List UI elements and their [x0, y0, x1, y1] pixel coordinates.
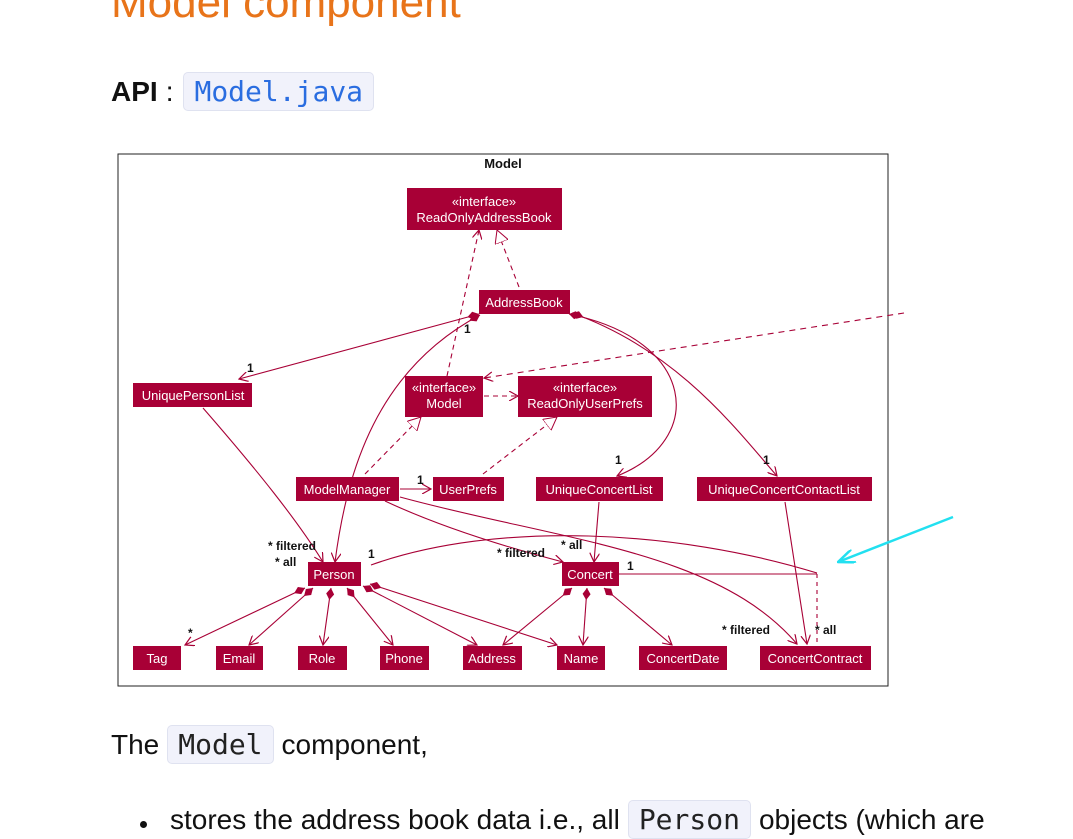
mult-concert-all: * all: [561, 538, 582, 552]
assoc-person-link: [370, 535, 818, 574]
model-class-diagram: Model: [117, 150, 1012, 690]
mult-mm-userprefs: 1: [417, 473, 424, 487]
bullet-dot: [140, 821, 147, 828]
assoc-mm-concert: [384, 500, 563, 562]
comp-person-tag: [185, 588, 306, 645]
bullet-item: stores the address book data i.e., all P…: [140, 800, 985, 839]
mult-ab-upl: 1: [247, 361, 254, 375]
mult-concert-one: 1: [627, 559, 634, 573]
class-uniquepersonlist: UniquePersonList: [133, 383, 252, 407]
api-label: API: [111, 75, 158, 107]
comp-person-role: [323, 587, 331, 645]
class-name: UniqueConcertList: [546, 482, 653, 497]
assoc-ab-person: [335, 315, 481, 562]
mult-cc-filtered: * filtered: [722, 623, 770, 637]
api-line: API : Model.java: [111, 72, 375, 111]
class-name: UniquePersonList: [142, 388, 245, 403]
class-name: ReadOnlyAddressBook: [416, 210, 552, 225]
paragraph-rest: component,: [281, 728, 428, 760]
class-uniqueconcertlist: UniqueConcertList: [536, 477, 663, 501]
class-uniqueconcertcontactlist: UniqueConcertContactList: [697, 477, 872, 501]
class-name: ConcertDate: [647, 651, 720, 666]
comp-person-phone: [346, 587, 393, 645]
class-name: Email: [223, 651, 256, 666]
diagram-frame: [117, 153, 889, 687]
assoc-uccl-cc: [784, 501, 807, 644]
class-model: «interface» Model: [405, 376, 483, 417]
dependency-external-model: [484, 312, 905, 378]
assoc-ucl-concert: [594, 501, 599, 562]
mult-ab-model: 1: [464, 322, 471, 336]
comp-concert-address: [503, 587, 573, 645]
class-address: Address: [463, 646, 522, 670]
class-tag: Tag: [133, 646, 181, 670]
dependency-model-roab: [446, 230, 479, 377]
class-name: ReadOnlyUserPrefs: [527, 396, 643, 411]
class-name: Phone: [385, 651, 423, 666]
comp-person-address: [362, 586, 477, 645]
class-name: UniqueConcertContactList: [708, 482, 860, 497]
mult-person-all: * all: [275, 555, 296, 569]
assoc-ab-uccl: [571, 313, 777, 476]
mult-ucl: 1: [615, 453, 622, 467]
comp-person-name: [369, 584, 557, 645]
class-person: Person: [308, 562, 361, 586]
realization-userprefs: [482, 417, 557, 475]
class-readonlyuserprefs: «interface» ReadOnlyUserPrefs: [518, 376, 652, 417]
class-name: AddressBook: [485, 295, 563, 310]
class-email: Email: [216, 646, 263, 670]
bullet-rest: objects (which are: [758, 803, 985, 835]
comp-concert-date: [603, 587, 672, 645]
mult-person-one: 1: [368, 547, 375, 561]
class-concert: Concert: [562, 562, 619, 586]
mult-cc-all: * all: [815, 623, 836, 637]
section-title: Model component: [111, 0, 461, 27]
class-name: Concert: [567, 567, 613, 582]
annotation-arrow: [838, 515, 954, 562]
model-paragraph: The Model component,: [111, 725, 428, 764]
class-role: Role: [298, 646, 347, 670]
class-concertcontract: ConcertContract: [760, 646, 871, 670]
class-modelmanager: ModelManager: [296, 477, 399, 501]
class-name: Name: [564, 651, 599, 666]
api-separator: :: [165, 75, 174, 107]
class-name: Address: [468, 651, 516, 666]
stereotype-label: «interface»: [412, 380, 476, 395]
class-phone: Phone: [380, 646, 429, 670]
class-name: Tag: [147, 651, 168, 666]
inline-code-person: Person: [627, 800, 751, 839]
assoc-mm-cc: [399, 496, 797, 644]
frame-title: Model: [484, 156, 522, 171]
class-name: Model: [426, 396, 462, 411]
mult-tag: *: [188, 626, 193, 640]
class-name: Person: [313, 567, 354, 582]
stereotype-label: «interface»: [452, 194, 516, 209]
bullet-lead: stores the address book data i.e., all: [170, 803, 620, 835]
model-java-link[interactable]: Model.java: [183, 72, 375, 111]
class-name: UserPrefs: [439, 482, 497, 497]
realization-addressbook: [497, 230, 520, 288]
assoc-upl-person: [202, 407, 323, 562]
stereotype-label: «interface»: [553, 380, 617, 395]
inline-code-model: Model: [167, 725, 274, 764]
connectors: [185, 230, 905, 645]
diagram-svg: Model: [117, 153, 954, 687]
class-name: ModelManager: [304, 482, 391, 497]
mult-concert-filtered: * filtered: [497, 546, 545, 560]
class-name: ConcertContract: [768, 651, 863, 666]
assoc-ab-upl: [239, 314, 480, 379]
multiplicity-labels: 1 1 1 1 1 * filtered * all 1 * filtered …: [188, 322, 836, 640]
class-name: Role: [309, 651, 336, 666]
classes: «interface» ReadOnlyAddressBook AddressB…: [133, 188, 872, 670]
class-name-box: Name: [557, 646, 605, 670]
comp-person-email: [249, 587, 314, 645]
class-readonlyaddressbook: «interface» ReadOnlyAddressBook: [407, 188, 562, 230]
comp-concert-name: [583, 587, 587, 645]
class-userprefs: UserPrefs: [433, 477, 504, 501]
class-concertdate: ConcertDate: [639, 646, 727, 670]
mult-uccl: 1: [763, 453, 770, 467]
mult-person-filtered: * filtered: [268, 539, 316, 553]
paragraph-lead: The: [111, 728, 160, 760]
class-addressbook: AddressBook: [479, 290, 570, 314]
